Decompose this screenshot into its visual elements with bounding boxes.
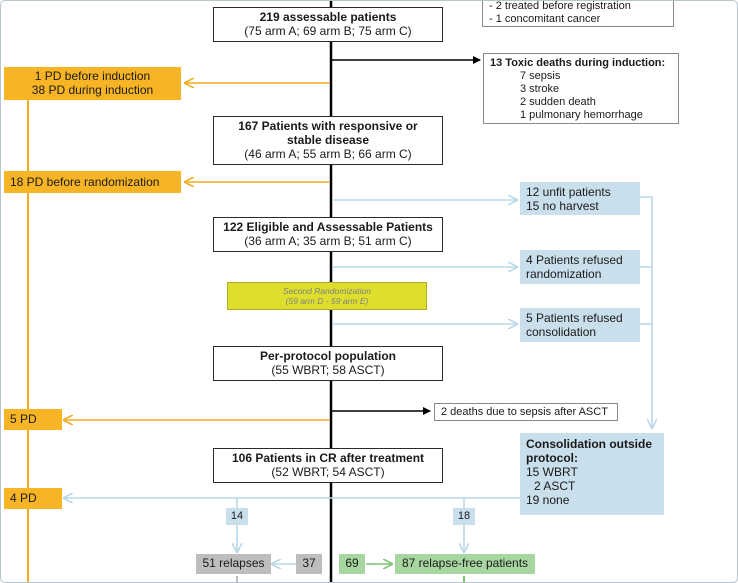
toxic-death-item: 3 stroke [520,83,560,95]
pd5-box: 5 PD [4,409,62,430]
relapses-box: 51 relapses [196,554,271,574]
unfit-connector [640,196,652,428]
per-protocol-box: Per-protocol population (55 WBRT; 58 ASC… [213,346,443,381]
responsive-title-1: 167 Patients with responsive or [238,119,418,133]
count-37-label: 37 [302,556,316,570]
count-18-label: 18 [457,510,471,522]
second-randomization-arms: (59 arm D - 59 arm E) [285,296,369,306]
per-protocol-title: Per-protocol population [260,349,396,363]
pd-randomization-label: 18 PD before randomization [10,175,160,189]
second-randomization-box: Second Randomization (59 arm D - 59 arm … [227,282,427,310]
responsive-arms: (46 arm A; 55 arm B; 66 arm C) [244,147,412,161]
count-37-box: 37 [296,554,322,574]
consolidation-item: 19 none [526,493,570,507]
responsive-title-2: stable disease [286,133,370,147]
toxic-death-item: 2 sudden death [520,96,596,108]
responsive-box: 167 Patients with responsive or stable d… [213,116,443,165]
consolidation-outside-title-2: protocol: [526,451,578,465]
toxic-death-item: 7 sepsis [520,70,561,82]
unfit-item: 15 no harvest [526,199,599,213]
refused-consolidation-line: 5 Patients refused [526,311,623,325]
assessable-arms: (75 arm A; 69 arm B; 75 arm C) [244,24,412,38]
eligible-title: 122 Eligible and Assessable Patients [223,220,433,234]
assessable-title: 219 assessable patients [259,10,397,24]
pd-during-induction: 38 PD during induction [31,83,154,97]
toxic-deaths-title: 13 Toxic deaths during induction: [490,57,666,69]
exclusions-box: - 2 treated before registration - 1 conc… [482,0,674,27]
consolidation-outside-title-1: Consolidation outside [526,437,652,451]
unfit-item: 12 unfit patients [526,185,611,199]
sepsis-deaths-label: 2 deaths due to sepsis after ASCT [441,406,608,418]
assessable-box: 219 assessable patients (75 arm A; 69 ar… [213,7,443,42]
consolidation-item: 2 ASCT [534,479,576,493]
pd-induction-box: 1 PD before induction 38 PD during induc… [4,67,181,100]
relapses-label: 51 relapses [202,556,265,570]
pd-before-induction: 1 PD before induction [34,69,151,83]
count-69-box: 69 [339,554,365,574]
pd4-label: 4 PD [10,491,37,505]
toxic-death-item: 1 pulmonary hemorrhage [520,109,643,121]
cr-arms: (52 WBRT; 54 ASCT) [271,465,385,479]
refused-randomization-box: 4 Patients refused randomization [520,250,640,284]
cr-title: 106 Patients in CR after treatment [231,451,425,465]
consolidation-outside-box: Consolidation outside protocol: 15 WBRT … [520,433,664,515]
refused-randomization-line: randomization [526,267,602,281]
relapse-free-box: 87 relapse-free patients [395,554,535,574]
count-14-label: 14 [230,510,244,522]
count-18-box: 18 [453,508,475,525]
relapse-free-label: 87 relapse-free patients [401,556,529,570]
pd4-box: 4 PD [4,488,62,509]
count-69-label: 69 [345,556,359,570]
exclusion-item: - 1 concomitant cancer [489,13,601,25]
count-14-box: 14 [226,508,248,525]
eligible-box: 122 Eligible and Assessable Patients (36… [213,217,443,252]
pd-randomization-box: 18 PD before randomization [4,171,181,193]
consolidation-item: 15 WBRT [526,465,578,479]
per-protocol-arms: (55 WBRT; 58 ASCT) [271,363,385,377]
exclusion-item: - 2 treated before registration [489,0,631,12]
cr-box: 106 Patients in CR after treatment (52 W… [213,448,443,483]
second-randomization-title: Second Randomization [283,286,371,296]
eligible-arms: (36 arm A; 35 arm B; 51 arm C) [244,234,412,248]
toxic-deaths-box: 13 Toxic deaths during induction: 7 seps… [483,53,679,124]
pd5-label: 5 PD [10,412,37,426]
sepsis-deaths-box: 2 deaths due to sepsis after ASCT [434,403,618,421]
refused-consolidation-line: consolidation [526,325,597,339]
refused-consolidation-box: 5 Patients refused consolidation [520,308,640,342]
refused-randomization-line: 4 Patients refused [526,253,623,267]
unfit-box: 12 unfit patients 15 no harvest [520,182,640,215]
